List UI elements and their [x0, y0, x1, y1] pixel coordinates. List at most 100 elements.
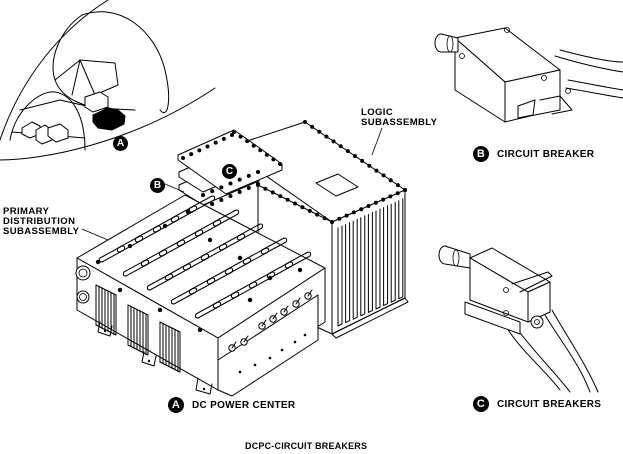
fin	[352, 218, 358, 320]
bolt	[271, 157, 276, 162]
bolt	[228, 194, 233, 198]
caption-text: CIRCUIT BREAKER	[497, 148, 595, 160]
bolt	[210, 202, 215, 206]
heatsink-frame	[127, 304, 149, 356]
bolt	[353, 154, 357, 158]
caption-marker-b: B	[473, 146, 489, 162]
bolt	[381, 197, 386, 202]
bolt	[237, 177, 242, 182]
bolt	[367, 163, 372, 168]
slot	[236, 223, 264, 241]
caption-marker-c: C	[473, 396, 489, 412]
dc-power-center-location	[92, 107, 126, 131]
cooling-fins	[337, 198, 404, 327]
bolt	[221, 136, 226, 141]
index-marker-c: C	[222, 164, 237, 179]
caption-dc-power-center: A DC POWER CENTER	[168, 397, 295, 413]
bolt	[303, 120, 307, 124]
bolt	[360, 158, 365, 163]
terminal-post	[307, 289, 313, 297]
logic-bolt-row	[256, 120, 407, 224]
bolt	[324, 134, 329, 139]
caption-circuit-breakers: C CIRCUIT BREAKERS	[473, 396, 601, 412]
caption-text: DC POWER CENTER	[192, 399, 296, 411]
screw	[207, 237, 213, 243]
bolt	[258, 148, 263, 153]
fin	[337, 225, 343, 327]
screw	[127, 243, 133, 249]
bolt	[197, 148, 202, 153]
bolt	[337, 216, 342, 221]
index-marker-a-locator: A	[113, 136, 128, 151]
bolt	[232, 130, 236, 134]
primary-distribution-subassembly	[75, 194, 326, 397]
screw	[267, 275, 273, 281]
bolt	[403, 188, 407, 192]
terminal-post	[231, 341, 237, 349]
circuit-breaker-panels	[177, 129, 283, 210]
bolt	[219, 198, 224, 202]
fin	[345, 222, 351, 324]
bolt	[245, 139, 250, 144]
bolt	[264, 152, 269, 157]
bolt	[256, 182, 260, 186]
aircraft-nose-locator	[0, 0, 216, 161]
bolt	[246, 186, 251, 190]
logic-subassembly-label: LOGIC SUBASSEMBLY	[361, 107, 438, 128]
bolt	[293, 201, 297, 206]
rivet	[293, 340, 297, 344]
bolt	[278, 194, 283, 199]
bolt	[205, 144, 210, 149]
heatsink-frame	[95, 284, 117, 336]
bolt	[331, 139, 336, 144]
bolt	[219, 185, 224, 190]
slot	[188, 195, 216, 213]
bolt	[210, 189, 215, 194]
bolt	[278, 162, 282, 166]
bolt	[344, 213, 349, 218]
fin	[390, 201, 396, 303]
panel-bolt-row	[181, 130, 282, 210]
fin	[375, 208, 381, 310]
screw	[162, 223, 168, 229]
screw	[247, 297, 253, 303]
bolt	[330, 220, 334, 224]
push-button	[438, 245, 471, 269]
bolt	[285, 197, 290, 202]
ventilation-slots	[95, 195, 312, 333]
bolt	[310, 124, 315, 129]
bolt	[256, 170, 260, 174]
bolt	[307, 208, 312, 213]
bolt	[300, 205, 305, 210]
bolt	[317, 129, 322, 134]
bolt	[228, 181, 233, 186]
rivet	[268, 356, 272, 360]
heatsink-frame	[159, 321, 181, 373]
bolt	[359, 207, 364, 212]
figure-title: DCPC-CIRCUIT BREAKERS	[245, 441, 368, 451]
mounting-feet	[97, 321, 213, 395]
fin	[398, 198, 404, 300]
caption-text: CIRCUIT BREAKERS	[497, 398, 602, 410]
index-marker-b: B	[150, 178, 165, 193]
connectors	[75, 265, 91, 304]
bolt	[189, 152, 194, 157]
rivet	[303, 333, 307, 337]
leader-lines	[81, 127, 383, 241]
terminal-post	[243, 335, 249, 343]
bolt	[246, 173, 251, 178]
bolt	[181, 156, 185, 160]
bolt	[270, 190, 275, 195]
bolt	[388, 194, 393, 199]
bolt	[366, 204, 371, 208]
slot	[284, 251, 312, 269]
fin	[383, 205, 389, 307]
bolt	[201, 193, 205, 197]
bolt	[315, 212, 320, 217]
heat-sinks	[95, 284, 181, 373]
bolt	[395, 183, 400, 188]
screw	[95, 259, 101, 265]
caption-marker-a: A	[168, 397, 184, 413]
bolt	[374, 168, 379, 173]
bolt	[322, 216, 327, 221]
